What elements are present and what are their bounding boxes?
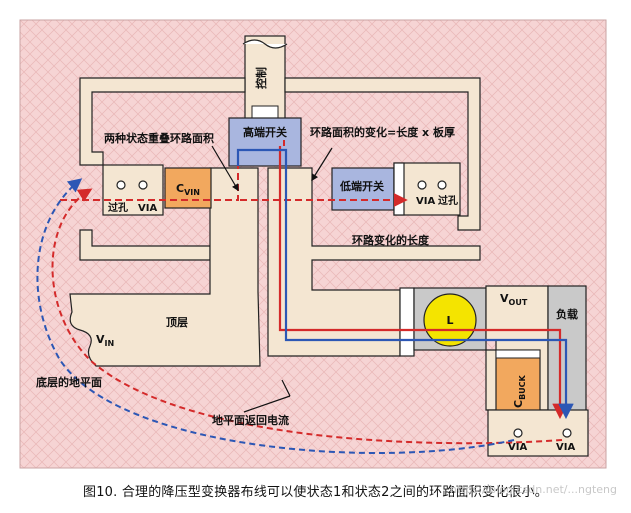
via-right-2 [437,180,447,190]
inductor-label: L [446,314,453,327]
vin-label: VIN [96,333,114,348]
top-layer-vin-copper [69,167,261,367]
switch-node-copper [267,167,481,357]
watermark: https://blog.csdn.net/...ngteng [449,483,617,496]
via-bottom-2-label: VIA [556,442,575,453]
cvin-capacitor [164,167,212,209]
low-side-switch [331,167,395,211]
low-switch-label: 低端开关 [339,179,384,193]
via-right-label: VIA [416,196,435,207]
load-label: 负载 [556,307,578,321]
vout-label: VOUT [500,292,528,307]
overlap-area-label: 两种状态重叠环路面积 [104,131,214,145]
via-bottom-2 [562,428,572,438]
figure-caption: 图10. 合理的降压型变换器布线可以使状态1和状态2之间的环路面积变化很小。 [83,485,548,500]
via-pad-left [102,164,164,216]
bottom-ground-label: 底层的地平面 [36,375,102,389]
ground-return-blue [36,178,515,454]
high-side-switch [228,117,302,167]
cvin-label: CVIN [176,182,200,197]
gate-loop-trace-right [284,77,481,231]
via-hole-right-label: 过孔 [438,194,458,207]
state2-current-path [236,148,574,420]
cbuck-label: CBUCK [512,374,527,408]
ground-return-label: 地平面返回电流 [212,413,289,427]
via-right-1 [417,180,427,190]
high-switch-label: 高端开关 [243,125,287,139]
state1-current-path [278,146,568,420]
via-bottom-1 [513,428,523,438]
via-left-label: VIA [138,203,157,214]
cbuck-capacitor [495,349,541,415]
via-left-2 [138,180,148,190]
via-bottom-1-label: VIA [508,442,527,453]
gate-loop-trace-left [79,77,246,166]
state1-current-path-left [60,166,239,201]
top-layer-label: 顶层 [166,316,188,329]
area-change-label: 环路面积的变化=长度 x 板厚 [310,125,455,139]
via-hole-left-label: 过孔 [108,201,128,214]
inductor [423,293,477,347]
control-label: 控制 [254,67,268,89]
change-length-label: 环路变化的长度 [352,233,430,247]
via-left-1 [116,180,126,190]
